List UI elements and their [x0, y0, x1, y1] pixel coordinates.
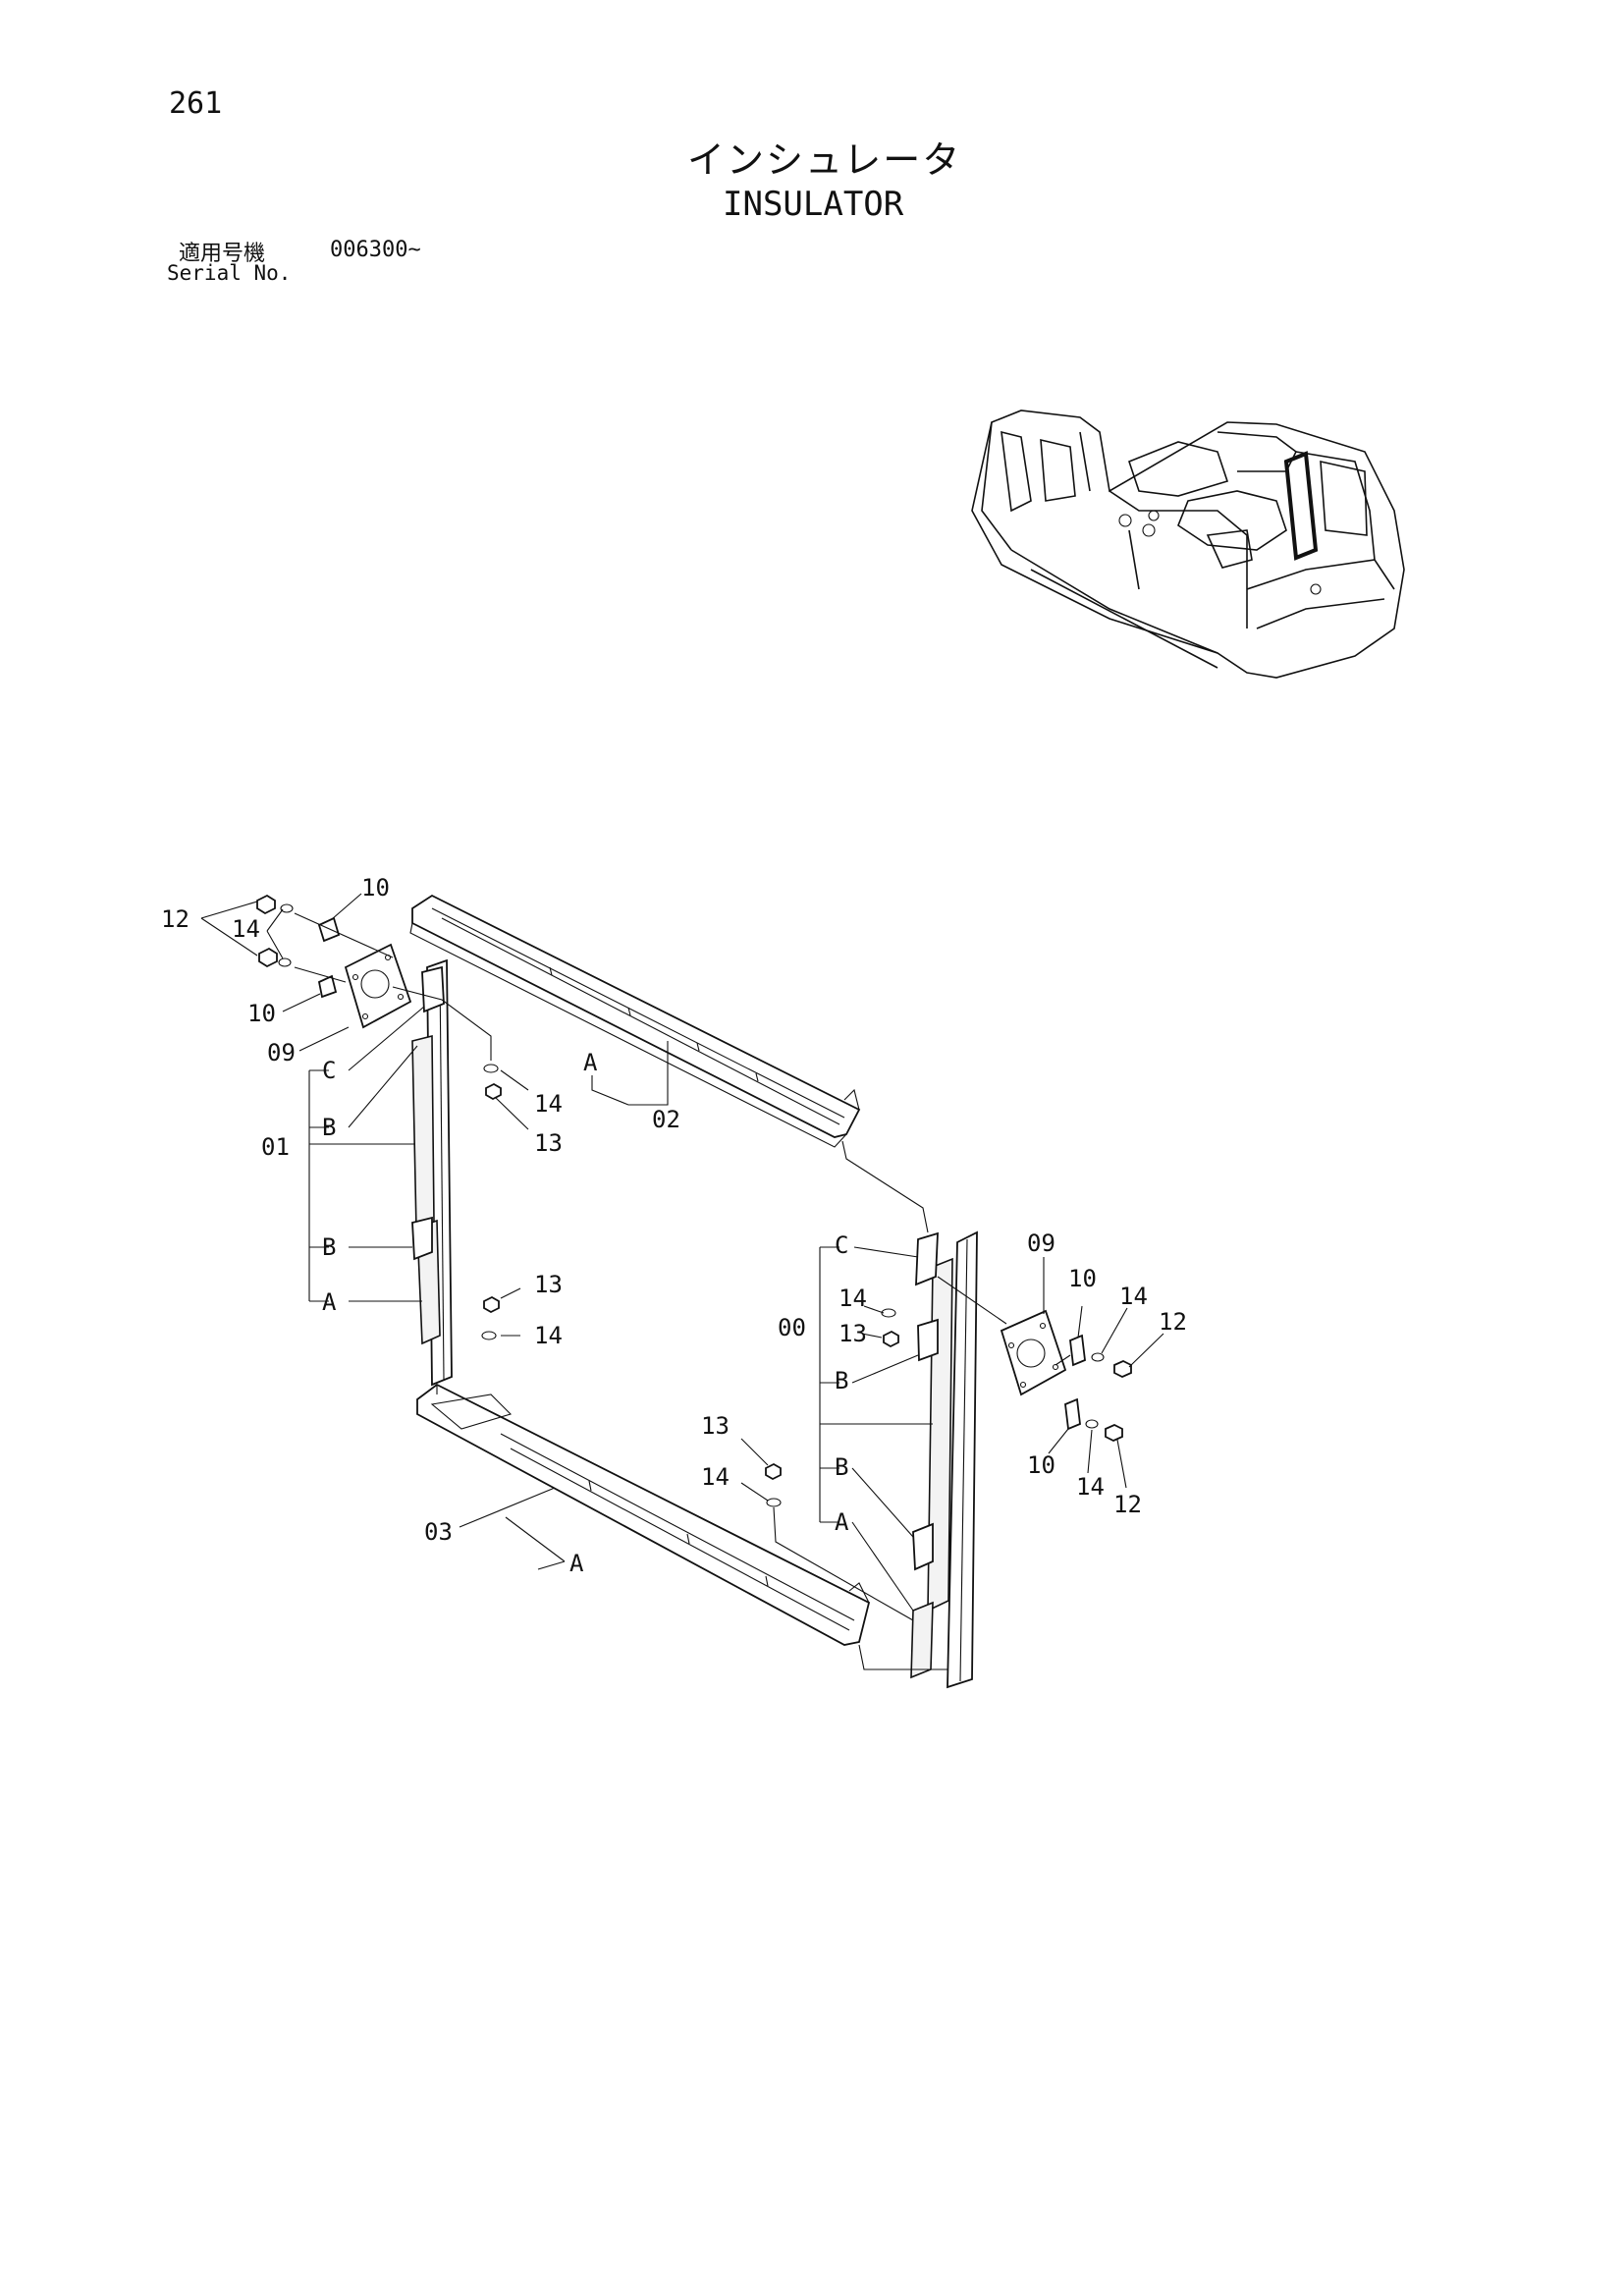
title-japanese: インシュレータ — [687, 138, 962, 182]
excavator-location-illustration — [971, 410, 1405, 679]
bolts-and-washers — [256, 894, 1132, 1507]
part-03-bottom-insulator — [416, 1383, 871, 1646]
callout-a-bottom: A — [569, 1550, 584, 1577]
serial-label-english: Serial No. — [167, 261, 292, 285]
callout-13-mid-low: 13 — [534, 1271, 563, 1298]
callout-b-right-top: B — [835, 1367, 848, 1394]
page-number: 261 — [169, 86, 223, 121]
callout-a-right: A — [835, 1508, 849, 1536]
callout-00: 00 — [778, 1314, 806, 1341]
part-09-right-plate — [1000, 1309, 1067, 1396]
callout-10-right-bottom: 10 — [1027, 1451, 1055, 1479]
callout-a-top: A — [583, 1049, 598, 1076]
callout-12-right-top: 12 — [1159, 1308, 1187, 1336]
callout-13-right-inner: 13 — [839, 1320, 867, 1347]
callout-09-right: 09 — [1027, 1230, 1055, 1257]
callout-14-right-inner: 14 — [839, 1285, 867, 1312]
assembly-lines — [294, 912, 1071, 1670]
callout-10-left-bottom: 10 — [247, 1000, 276, 1027]
callout-10-left-top: 10 — [361, 874, 390, 902]
callout-14-right-bottom: 14 — [1076, 1473, 1105, 1501]
callout-13-mid-top: 13 — [534, 1129, 563, 1157]
part-10-brackets — [317, 916, 1086, 1431]
part-01-left-insulator — [411, 958, 453, 1387]
callout-leaders — [200, 893, 1164, 1612]
callout-14-left: 14 — [232, 915, 260, 943]
callout-a-left: A — [322, 1288, 337, 1316]
callout-labels: 12 14 10 10 09 C B 01 B A A 02 14 13 13 … — [161, 874, 1187, 1577]
part-02-top-insulator — [409, 894, 861, 1148]
callout-b-left-top: B — [322, 1114, 336, 1141]
callout-b-left-bottom: B — [322, 1233, 336, 1261]
callout-03: 03 — [424, 1518, 453, 1546]
callout-14-mid-low: 14 — [534, 1322, 563, 1349]
part-00-right-insulator — [910, 1230, 978, 1689]
title-english: INSULATOR — [723, 185, 904, 224]
callout-12-left: 12 — [161, 905, 189, 933]
callout-02: 02 — [652, 1106, 680, 1133]
callout-13-bottom: 13 — [701, 1412, 730, 1440]
callout-c-left: C — [322, 1057, 336, 1084]
callout-14-mid-top: 14 — [534, 1090, 563, 1118]
callout-12-right-bottom: 12 — [1113, 1491, 1142, 1518]
callout-c-right: C — [835, 1231, 848, 1259]
serial-label-japanese: 適用号機 — [179, 242, 266, 266]
callout-b-right-bottom: B — [835, 1453, 848, 1481]
serial-value: 006300~ — [330, 238, 421, 262]
callout-14-right-top: 14 — [1119, 1283, 1148, 1310]
callout-09-left: 09 — [267, 1039, 296, 1066]
part-09-left-plate — [344, 943, 412, 1029]
callout-10-right-top: 10 — [1068, 1265, 1097, 1292]
callout-14-bottom: 14 — [701, 1463, 730, 1491]
callout-01: 01 — [261, 1133, 290, 1161]
